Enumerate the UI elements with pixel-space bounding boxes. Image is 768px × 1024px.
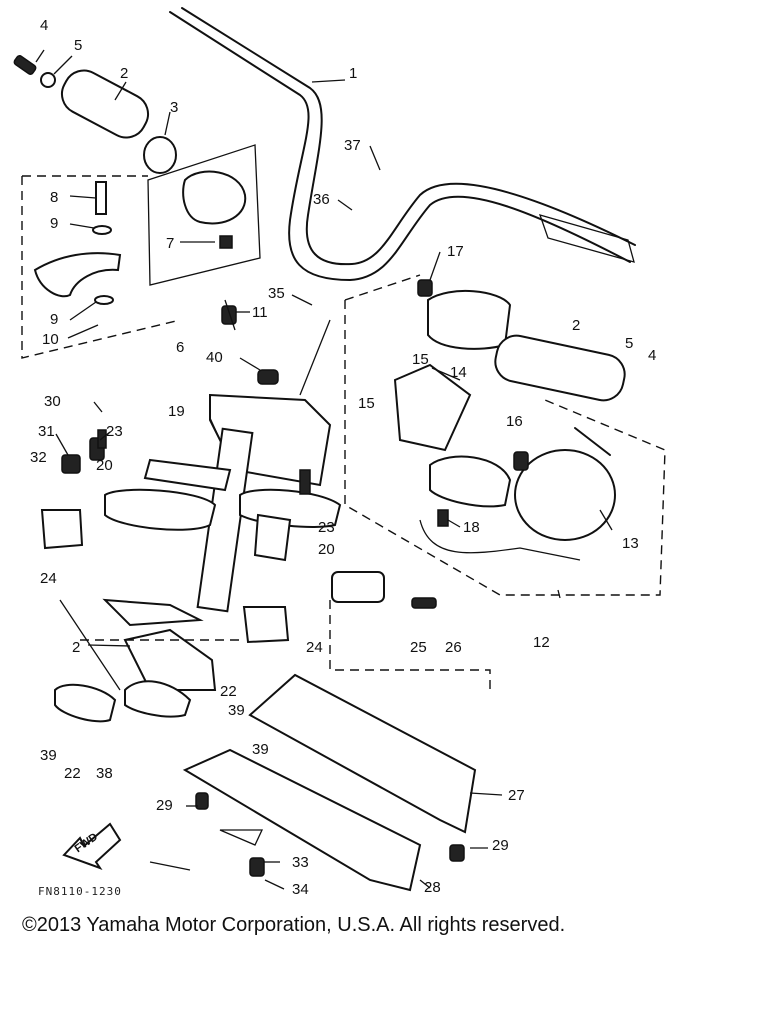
part-label-24-right: 24 — [306, 639, 323, 656]
part-label-13: 13 — [622, 535, 639, 552]
part-label-39-right: 39 — [228, 702, 245, 719]
part-label-24-left: 24 — [40, 570, 57, 587]
part-label-30: 30 — [44, 393, 61, 410]
part-label-38: 38 — [96, 765, 113, 782]
part-label-25: 25 — [410, 639, 427, 656]
steering-column — [40, 299, 491, 723]
part-label-2-gasket: 2 — [72, 639, 81, 656]
part-label-5-right: 5 — [625, 335, 634, 352]
right-switch-box — [344, 274, 666, 596]
part-label-12: 12 — [533, 634, 550, 651]
part-label-19: 19 — [168, 403, 185, 420]
part-label-22-left: 22 — [64, 765, 81, 782]
part-label-29-left: 29 — [156, 797, 173, 814]
part-label-40: 40 — [206, 349, 223, 366]
fwd-arrow — [62, 822, 122, 870]
part-label-23-right: 23 — [318, 519, 335, 536]
left-grip-assembly — [13, 55, 177, 174]
part-label-4-left: 4 — [40, 17, 49, 34]
part-label-6: 6 — [176, 339, 185, 356]
part-label-4-right: 4 — [648, 347, 657, 364]
part-label-15-left: 15 — [358, 395, 375, 412]
part-label-39-bottom: 39 — [252, 741, 269, 758]
part-label-29-right: 29 — [492, 837, 509, 854]
part-label-31: 31 — [38, 423, 55, 440]
part-label-15-top: 15 — [412, 351, 429, 368]
lower-plates — [182, 673, 477, 892]
part-label-11: 11 — [252, 304, 268, 321]
part-label-20-left: 20 — [96, 457, 113, 474]
left-switch-box — [21, 144, 261, 359]
part-label-3: 3 — [170, 99, 179, 116]
part-label-14: 14 — [450, 364, 467, 381]
part-label-37: 37 — [344, 137, 361, 154]
part-label-18: 18 — [463, 519, 480, 536]
part-label-10: 10 — [42, 331, 59, 348]
part-label-1: 1 — [349, 65, 358, 82]
part-label-32: 32 — [30, 449, 47, 466]
part-label-16: 16 — [506, 413, 523, 430]
part-label-20-right: 20 — [318, 541, 335, 558]
part-label-7: 7 — [166, 235, 175, 252]
part-label-2-left: 2 — [120, 65, 129, 82]
part-label-8: 8 — [50, 189, 59, 206]
leader-lines — [35, 49, 613, 890]
part-label-27: 27 — [508, 787, 525, 804]
part-label-35: 35 — [268, 285, 285, 302]
part-label-22-right: 22 — [220, 683, 237, 700]
part-label-33: 33 — [292, 854, 309, 871]
part-label-39-left: 39 — [40, 747, 57, 764]
part-label-9-top: 9 — [50, 215, 59, 232]
copyright-notice: ©2013 Yamaha Motor Corporation, U.S.A. A… — [22, 914, 566, 936]
part-label-34: 34 — [292, 881, 309, 898]
part-label-2-right: 2 — [572, 317, 581, 334]
part-label-26: 26 — [445, 639, 462, 656]
part-label-9-bottom: 9 — [50, 311, 59, 328]
diagram-code: FN8110-1230 — [38, 885, 122, 898]
part-label-36: 36 — [313, 191, 330, 208]
part-label-23-left: 23 — [106, 423, 123, 440]
part-label-17: 17 — [447, 243, 464, 260]
part-label-5-left: 5 — [74, 37, 83, 54]
part-label-28: 28 — [424, 879, 441, 896]
handlebar — [169, 7, 636, 281]
